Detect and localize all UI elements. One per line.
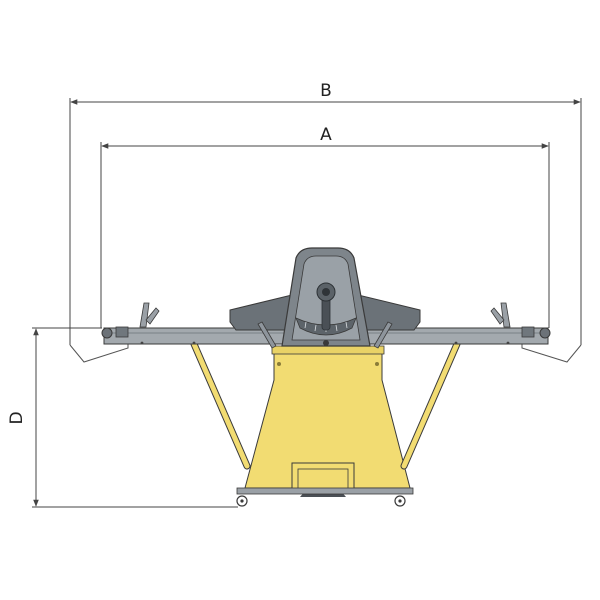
base-bolt-left [277,362,281,366]
base-bottom-plate [236,487,414,495]
scale-tick-1 [304,321,307,329]
base-bolt-right [375,362,379,366]
table-screw-4 [506,341,510,345]
left-scraper-handle[interactable] [139,302,160,328]
table-screw-3 [454,341,458,345]
base-top-rim [271,345,385,355]
dimension-d-label: D [7,411,27,424]
dimension-d: D [7,327,238,508]
dimension-b-label: B [320,81,332,101]
table-screw-2 [192,341,196,345]
dimension-a: A [100,125,550,328]
wheel-right-hub [398,499,402,503]
right-scraper-handle[interactable] [490,302,511,328]
roller-pivot [323,340,329,346]
scale-tick-5 [345,321,348,329]
right-support-strut-fill [401,341,460,469]
left-arm-lever [257,321,277,349]
roller-adjustment-knob-center [322,288,330,296]
scale-tick-4 [335,324,338,332]
table-end-block-left [115,326,129,338]
conveyor-roller-left [101,327,113,339]
scale-tick-2 [314,324,317,332]
dimension-b: B [69,81,582,345]
table-end-block-right [521,326,535,338]
dimension-a-label: A [320,125,332,145]
left-support-strut-fill [191,341,250,469]
dough-sheeter-machine [69,247,582,507]
conveyor-roller-right [539,327,551,339]
right-arm-lever [373,321,393,349]
table-screw-1 [140,341,144,345]
front-access-panel [291,462,355,492]
wheel-left-hub [240,499,244,503]
